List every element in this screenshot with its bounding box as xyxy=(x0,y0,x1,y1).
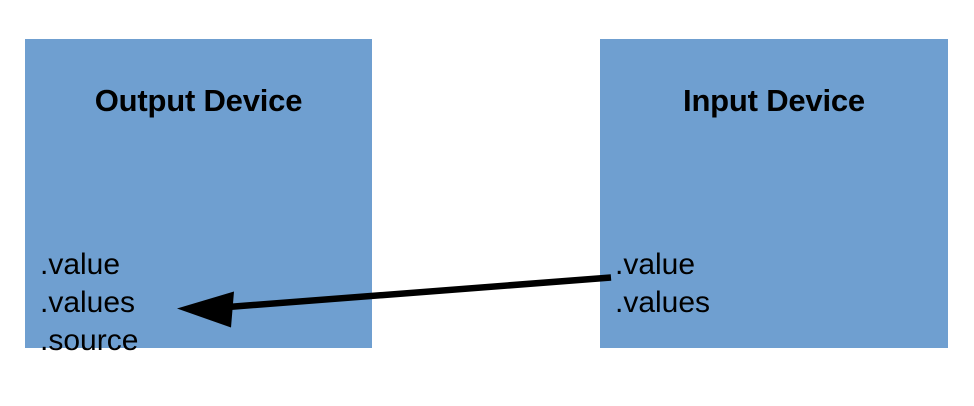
output-device-title: Output Device xyxy=(94,83,303,118)
input-device-title: Input Device xyxy=(683,83,865,118)
input-device-property-list: .value .values xyxy=(615,246,710,322)
input-device-box[interactable]: Input Device .value .values xyxy=(600,39,948,348)
input-property-value: .value xyxy=(615,248,696,281)
output-device-property-list: .value .values .source xyxy=(40,246,138,360)
output-property-source: .source xyxy=(40,324,139,357)
output-property-values: .values xyxy=(40,286,136,319)
output-device-box[interactable]: Output Device .value .values .source xyxy=(25,39,372,357)
output-property-value: .value xyxy=(40,248,121,281)
input-property-values: .values xyxy=(615,286,711,319)
